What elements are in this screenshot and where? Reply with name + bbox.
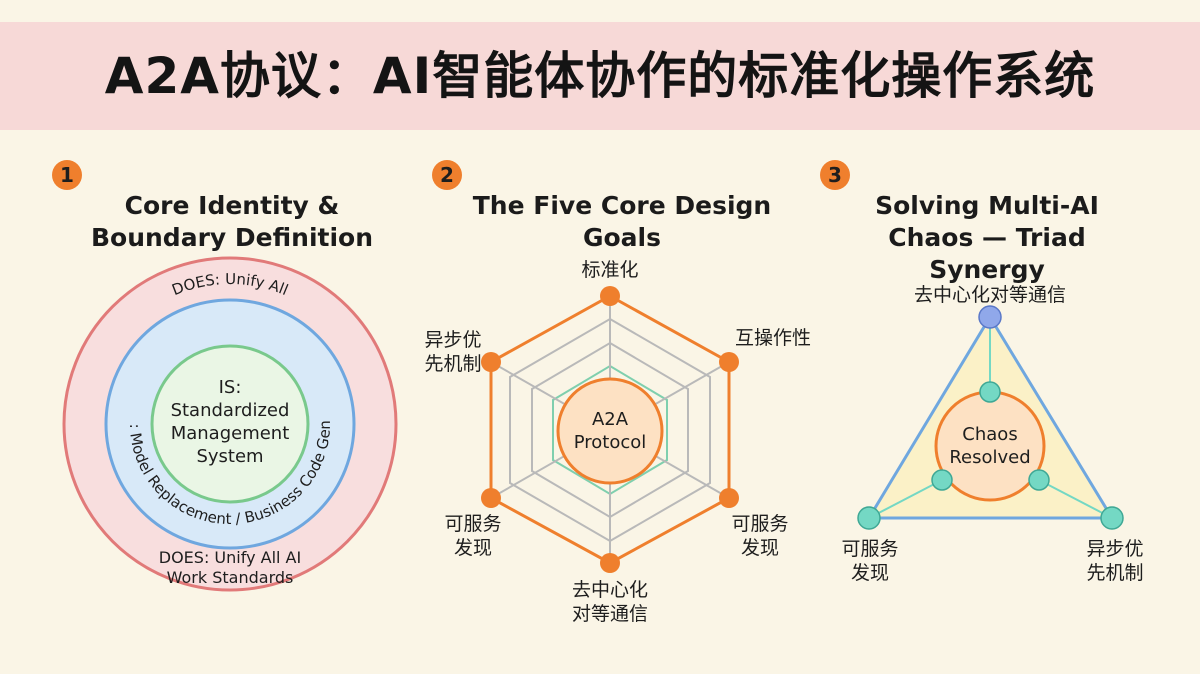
- goal-label-service-discovery-left: 可服务发现: [444, 513, 502, 559]
- goal-node-decentralized: [600, 553, 620, 573]
- triad-label-async: 异步优先机制: [1086, 538, 1144, 584]
- core-identity-ring: [150, 344, 310, 504]
- goal-label-decentralized: 去中心化对等通信: [571, 579, 648, 625]
- goal-node-service-discovery-left: [481, 488, 501, 508]
- design-goals-radar: [481, 286, 739, 573]
- radar-center-node: [556, 377, 664, 485]
- triad-synergy: [857, 305, 1124, 530]
- triad-vertex-node-left: [857, 506, 881, 530]
- triad-center-label: Chaos Resolved: [949, 424, 1031, 468]
- triad-vertex-node-right: [1100, 506, 1124, 530]
- goal-node-async: [481, 352, 501, 372]
- triad-inner-node-left: [931, 469, 953, 491]
- goal-node-service-discovery-right: [719, 488, 739, 508]
- core-identity-label: IS: Standardized Management System: [170, 377, 290, 467]
- goal-label-interoperability: 互操作性: [734, 327, 811, 349]
- goal-label-service-discovery-right: 可服务发现: [731, 513, 789, 559]
- section-3-number: 3: [820, 160, 850, 190]
- section-2-title: The Five Core Design Goals: [472, 191, 772, 252]
- section-3-title: Solving Multi-AI Chaos — Triad Synergy: [875, 191, 1099, 284]
- triad-vertex-node-top: [978, 305, 1002, 329]
- triad-label-decentralized: 去中心化对等通信: [913, 284, 1066, 306]
- title-band: [0, 22, 1200, 130]
- triad-inner-node-top: [979, 381, 1001, 403]
- page-title: A2A协议：AI智能体协作的标准化操作系统: [104, 47, 1096, 105]
- section-1-number: 1: [52, 160, 82, 190]
- goal-label-standardization: 标准化: [581, 259, 639, 281]
- goal-node-interoperability: [719, 352, 739, 372]
- ring-label-does-unify-standards: DOES: Unify All AI Work Standards: [158, 548, 302, 587]
- triad-inner-node-right: [1028, 469, 1050, 491]
- triad-label-service-discovery: 可服务发现: [841, 538, 899, 584]
- section-2-number: 2: [432, 160, 462, 190]
- goal-label-async: 异步优先机制: [424, 329, 482, 375]
- goal-node-standardization: [600, 286, 620, 306]
- radar-center-label: A2A Protocol: [573, 409, 647, 453]
- section-1-title: Core Identity & Boundary Definition: [90, 191, 374, 252]
